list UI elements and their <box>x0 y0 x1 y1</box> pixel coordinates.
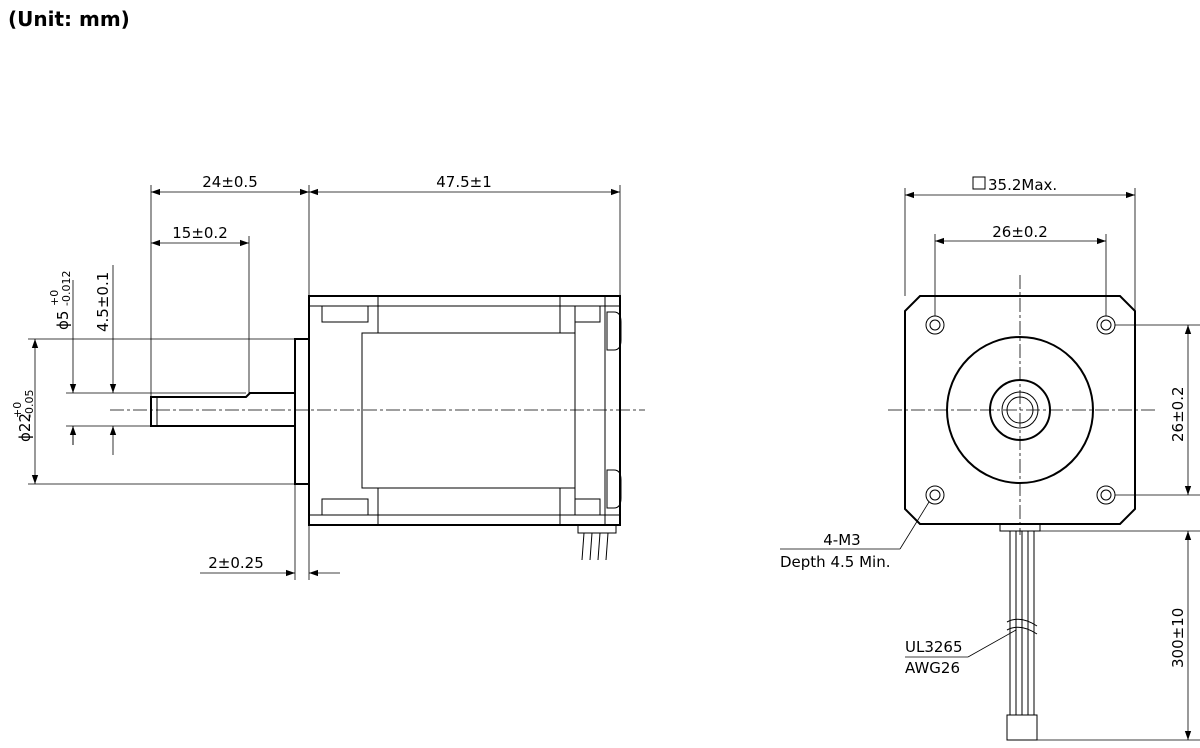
svg-text:-0.012: -0.012 <box>60 271 73 306</box>
wire-gauge: AWG26 <box>905 659 960 677</box>
unit-title: (Unit: mm) <box>8 7 130 31</box>
side-view: 24±0.5 47.5±1 15±0.2 ϕ22 +0 -0.05 ϕ5 +0 … <box>11 173 645 580</box>
square-symbol-icon <box>972 176 986 190</box>
svg-text:+0: +0 <box>48 290 61 306</box>
shaft-outer <box>1001 391 1039 429</box>
boss <box>294 338 310 485</box>
dim-shaft-diameter: ϕ5 +0 -0.012 <box>48 271 73 330</box>
dim-boss-length: 2±0.25 <box>208 554 264 572</box>
thread-spec: 4-M3 <box>823 531 860 549</box>
motor-body <box>308 295 622 526</box>
dim-shaft-length: 24±0.5 <box>202 173 258 191</box>
wire-type: UL3265 <box>905 638 963 656</box>
flange-outline <box>904 295 1136 525</box>
front-view: 35.2Max. 26±0.2 26±0.2 300±10 4-M3 Depth… <box>780 176 1200 741</box>
shaft-ring <box>989 379 1051 441</box>
dim-hole-spacing-h: 26±0.2 <box>992 223 1048 241</box>
cable <box>999 523 1041 741</box>
svg-text:ϕ22: ϕ22 <box>16 413 34 442</box>
svg-text:+0: +0 <box>11 402 24 418</box>
dim-flat-depth: 4.5±0.1 <box>94 272 112 332</box>
shaft <box>150 392 296 427</box>
dim-lead-length: 300±10 <box>1169 608 1187 668</box>
dim-flat-length: 15±0.2 <box>172 224 228 242</box>
thread-depth: Depth 4.5 Min. <box>780 553 890 571</box>
svg-text:ϕ5: ϕ5 <box>54 311 72 330</box>
svg-text:-0.05: -0.05 <box>23 390 36 418</box>
shaft-inner <box>1006 396 1034 424</box>
dim-boss-diameter: ϕ22 +0 -0.05 <box>11 390 36 442</box>
dim-hole-spacing-v: 26±0.2 <box>1169 386 1187 442</box>
dim-flange-size: 35.2Max. <box>988 176 1057 194</box>
side-wires <box>577 524 617 561</box>
pilot-circle <box>946 336 1094 484</box>
dim-body-length: 47.5±1 <box>436 173 492 191</box>
